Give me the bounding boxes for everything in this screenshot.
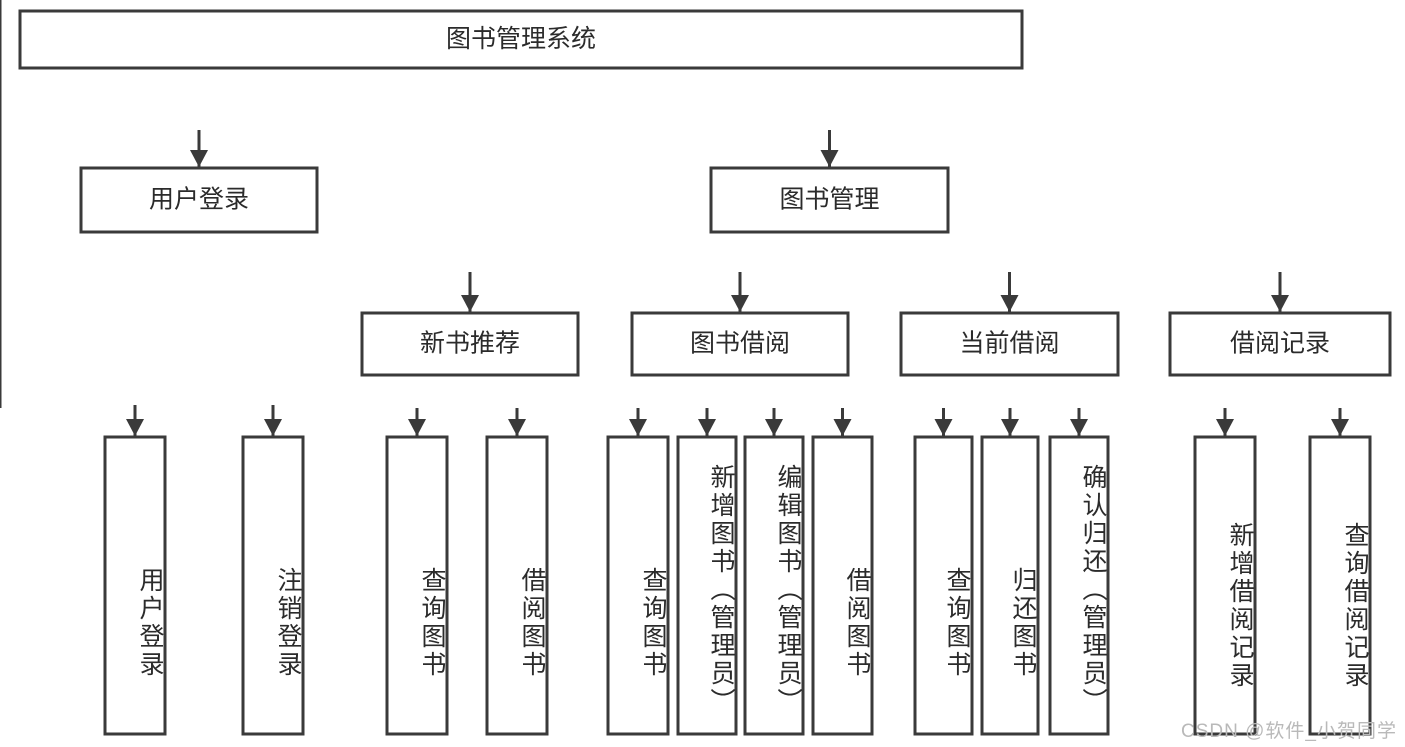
node-leaf-add-borrow-record[interactable] [1193, 435, 1257, 736]
node-leaf-query-book-borrow[interactable] [606, 435, 670, 736]
node-label-user-login: 用户登录 [149, 186, 249, 214]
connectors-layer [0, 0, 1349, 436]
arrow-head-icon [461, 295, 479, 312]
node-leaf-borrow-book[interactable] [811, 435, 874, 736]
node-current-borrow[interactable] [899, 311, 1120, 377]
node-root[interactable] [18, 9, 1024, 70]
arrow-head-icon [765, 419, 783, 436]
node-label-borrow-record: 借阅记录 [1230, 330, 1330, 358]
node-new-book-recommend[interactable] [360, 311, 580, 377]
node-leaf-query-book-new[interactable] [385, 435, 449, 736]
node-label-new-book-recommend: 新书推荐 [420, 330, 520, 358]
arrow-head-icon [1331, 419, 1349, 436]
arrow-head-icon [731, 295, 749, 312]
node-leaf-edit-book-admin[interactable] [743, 435, 805, 736]
arrow-head-icon [1000, 295, 1019, 312]
arrow-head-icon [698, 419, 716, 436]
node-user-login[interactable] [79, 166, 319, 234]
node-leaf-confirm-return-admin[interactable] [1048, 435, 1110, 736]
node-book-borrow[interactable] [630, 311, 850, 377]
arrow-head-icon [1001, 419, 1019, 436]
node-leaf-logout[interactable] [241, 435, 305, 736]
arrow-head-icon [508, 419, 526, 436]
arrow-head-icon [1070, 419, 1088, 436]
node-leaf-user-login[interactable] [103, 435, 167, 736]
arrow-head-icon [1216, 419, 1234, 436]
arrow-head-icon [1271, 295, 1289, 312]
node-label-root: 图书管理系统 [446, 25, 596, 53]
arrow-head-icon [190, 150, 208, 167]
node-label-book-borrow: 图书借阅 [690, 330, 790, 358]
arrow-head-icon [126, 419, 144, 436]
node-label-current-borrow: 当前借阅 [959, 330, 1059, 358]
boxes-layer [18, 9, 1392, 736]
node-book-manage[interactable] [709, 166, 950, 234]
node-label-book-manage: 图书管理 [779, 186, 879, 214]
arrow-head-icon [408, 419, 426, 436]
arrow-head-icon [833, 419, 852, 436]
node-leaf-query-book-current[interactable] [913, 435, 974, 736]
arrow-head-icon [934, 419, 953, 436]
node-leaf-query-borrow-record[interactable] [1308, 435, 1372, 736]
node-borrow-record[interactable] [1168, 311, 1392, 377]
watermark-text: CSDN @软件_小贺同学 [1181, 721, 1397, 742]
arrow-head-icon [820, 150, 839, 167]
arrow-head-icon [264, 419, 282, 436]
node-leaf-borrow-book-new[interactable] [485, 435, 549, 736]
arrow-head-icon [629, 419, 647, 436]
node-leaf-add-book-admin[interactable] [676, 435, 738, 736]
node-leaf-return-book[interactable] [980, 435, 1040, 736]
